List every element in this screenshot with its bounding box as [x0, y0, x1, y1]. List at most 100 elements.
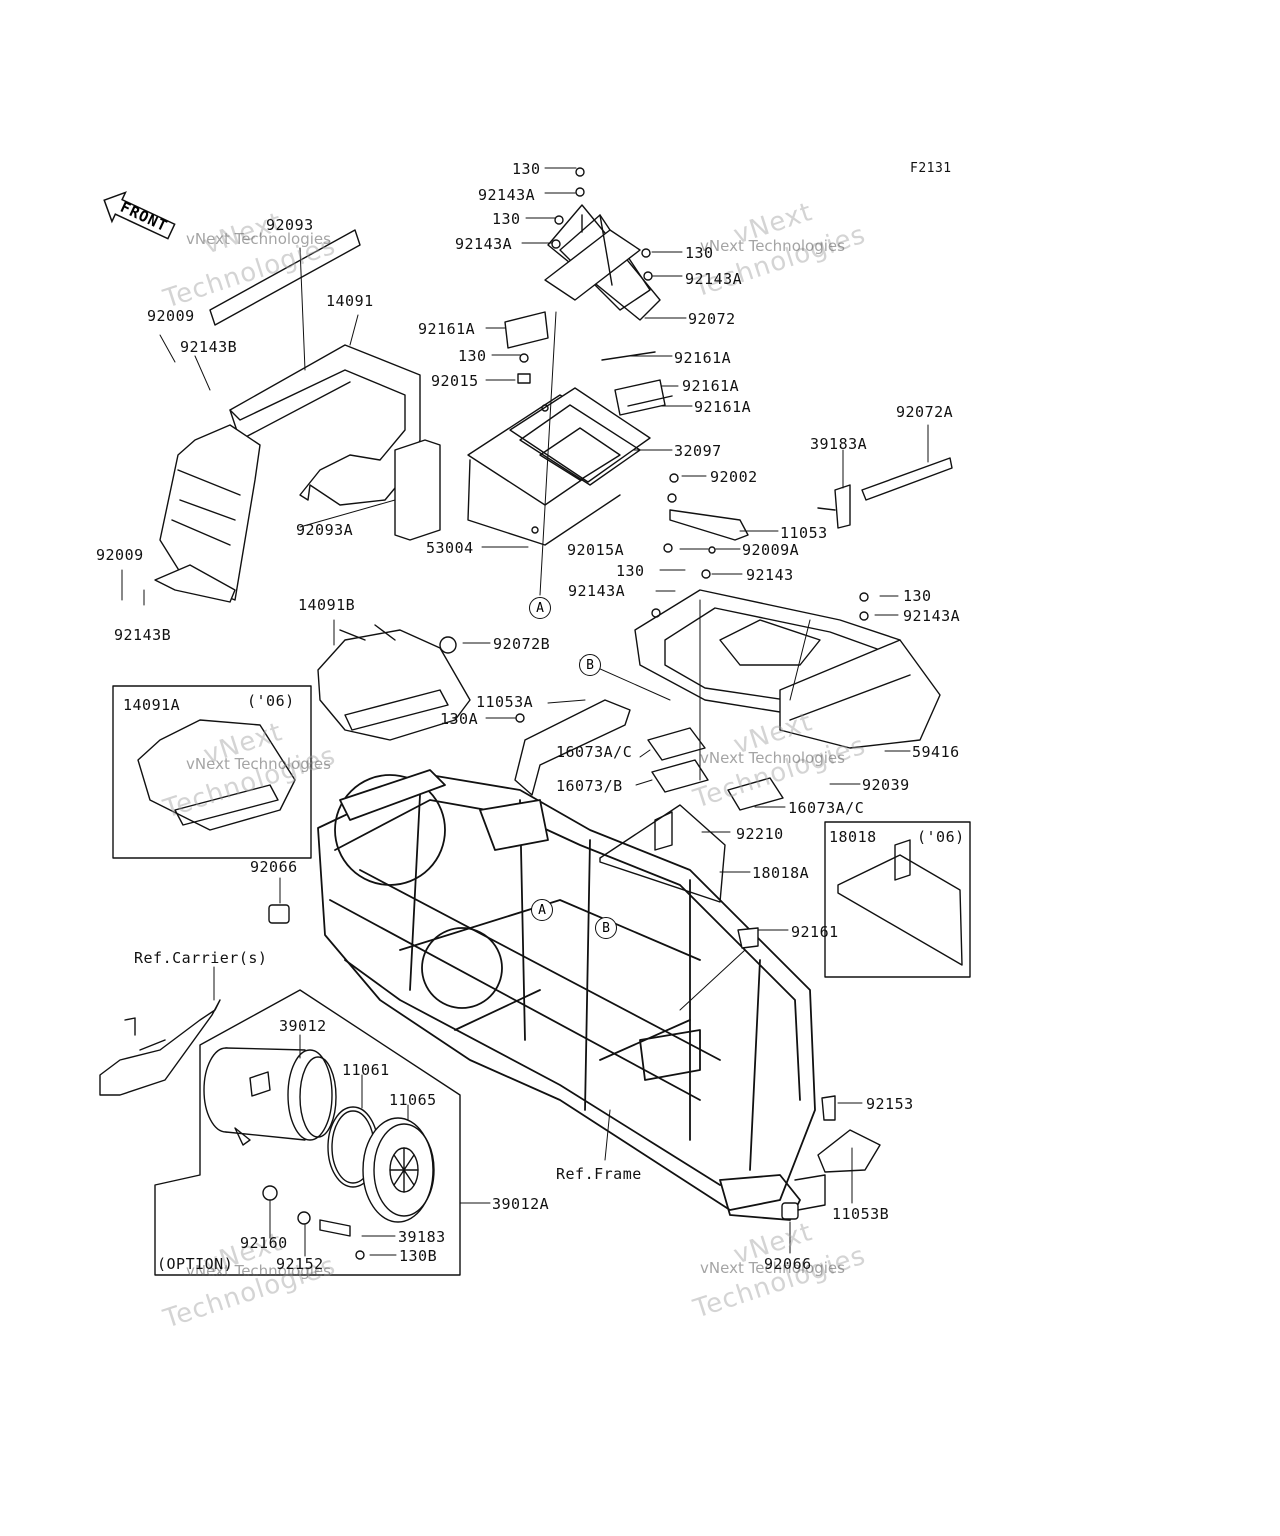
part-label: 11053 [780, 524, 828, 542]
nut-92160 [262, 1185, 278, 1201]
inset-note-left: ('06) [247, 692, 295, 710]
tray-59416 [634, 569, 941, 749]
callout-a-frame: A [531, 899, 553, 921]
grommet-92161 [737, 927, 759, 949]
bracket-39183a [817, 484, 851, 529]
part-label: 92143B [180, 338, 238, 356]
part-label: 92161 [791, 923, 839, 941]
part-label: 92161A [674, 349, 732, 367]
inset-18018 [824, 821, 971, 978]
option-box [154, 989, 461, 1276]
part-label: 130 [458, 347, 487, 365]
strip-92072a [861, 457, 953, 501]
callout-b: B [579, 654, 601, 676]
part-label: 11065 [389, 1091, 437, 1109]
main-frame [317, 769, 816, 1221]
part-label: 130A [440, 710, 479, 728]
inset-14091a [112, 685, 312, 859]
pad-92161a [504, 311, 549, 349]
washer-92152 [297, 1211, 311, 1225]
part-label: 92143A [903, 607, 961, 625]
part-label: 53004 [426, 539, 474, 557]
part-label: 11061 [342, 1061, 390, 1079]
part-label: 92093 [266, 216, 314, 234]
part-label: 32097 [674, 442, 722, 460]
part-label: 130 [903, 587, 932, 605]
part-label: 92143A [685, 270, 743, 288]
part-label: 92039 [862, 776, 910, 794]
grommet-92066 [268, 904, 290, 924]
lens-11065 [362, 1117, 435, 1223]
bracket-11053 [669, 509, 749, 541]
part-label: 130 [616, 562, 645, 580]
part-label: 92143 [746, 566, 794, 584]
part-label: 130 [492, 210, 521, 228]
part-label: 92153 [866, 1095, 914, 1113]
grommet-92066-2 [781, 1202, 799, 1220]
part-label: 11053A [476, 693, 534, 711]
part-label: 92072B [493, 635, 551, 653]
front-arrow-icon [103, 191, 176, 240]
guard-14091b [317, 624, 471, 741]
part-label: 92160 [240, 1234, 288, 1252]
part-label: 39183 [398, 1228, 446, 1246]
strip-92093a [394, 439, 441, 541]
part-label: 16073A/C [788, 799, 865, 817]
box-32097 [467, 387, 651, 546]
part-label: 39012 [279, 1017, 327, 1035]
part-label: 92143A [478, 186, 536, 204]
front-arrow: FRONT [96, 183, 181, 247]
part-label: 11053B [832, 1205, 890, 1223]
strip-92093 [209, 229, 361, 326]
part-label: 92143B [114, 626, 172, 644]
ref-carrier: Ref.Carrier(s) [134, 949, 268, 967]
part-label: 92015 [431, 372, 479, 390]
part-label: 92143A [568, 582, 626, 600]
bracket-11053b [817, 1129, 881, 1173]
fender-14091 [154, 344, 421, 603]
part-label: 92093A [296, 521, 354, 539]
part-label: 130 [512, 160, 541, 178]
part-label: 39183A [810, 435, 868, 453]
part-label: 92152 [276, 1255, 324, 1273]
inset-note-right: ('06) [917, 828, 965, 846]
part-label: 92009 [147, 307, 195, 325]
part-label: 18018A [752, 864, 810, 882]
guard-14091a [137, 719, 296, 831]
figure-code: F2131 [910, 161, 952, 176]
pad-16073ac-2 [727, 777, 784, 811]
part-label: 16073A/C [556, 743, 633, 761]
part-label: 92009 [96, 546, 144, 564]
part-label: 18018 [829, 828, 877, 846]
callout-b-frame: B [595, 917, 617, 939]
plate-18018a [599, 804, 726, 903]
part-label: 92161A [418, 320, 476, 338]
part-label: 92009A [742, 541, 800, 559]
part-label: 59416 [912, 743, 960, 761]
screw-130b [355, 1250, 365, 1260]
ref-frame: Ref.Frame [556, 1165, 642, 1183]
bolt-92153 [821, 1095, 836, 1121]
part-label: 92161A [694, 398, 752, 416]
callout-a: A [529, 597, 551, 619]
strip-92161a [601, 351, 656, 361]
part-label: 39012A [492, 1195, 550, 1213]
leaders-bottom [121, 314, 911, 1257]
plate-18018 [837, 839, 963, 966]
top-fasteners [517, 167, 653, 384]
part-label: 92143A [455, 235, 513, 253]
part-label: 92066 [250, 858, 298, 876]
option-note: (OPTION) [157, 1255, 234, 1273]
socket-39183 [319, 1219, 351, 1237]
part-label: 14091A [123, 696, 181, 714]
part-label: 92072A [896, 403, 954, 421]
bracket-92072 [544, 204, 661, 321]
pad-16073ac [647, 727, 706, 761]
part-label: 92066 [764, 1255, 812, 1273]
part-label: 92210 [736, 825, 784, 843]
carrier-ref [99, 999, 221, 1096]
part-label: 14091B [298, 596, 356, 614]
part-label: 130 [685, 244, 714, 262]
part-label: 92072 [688, 310, 736, 328]
